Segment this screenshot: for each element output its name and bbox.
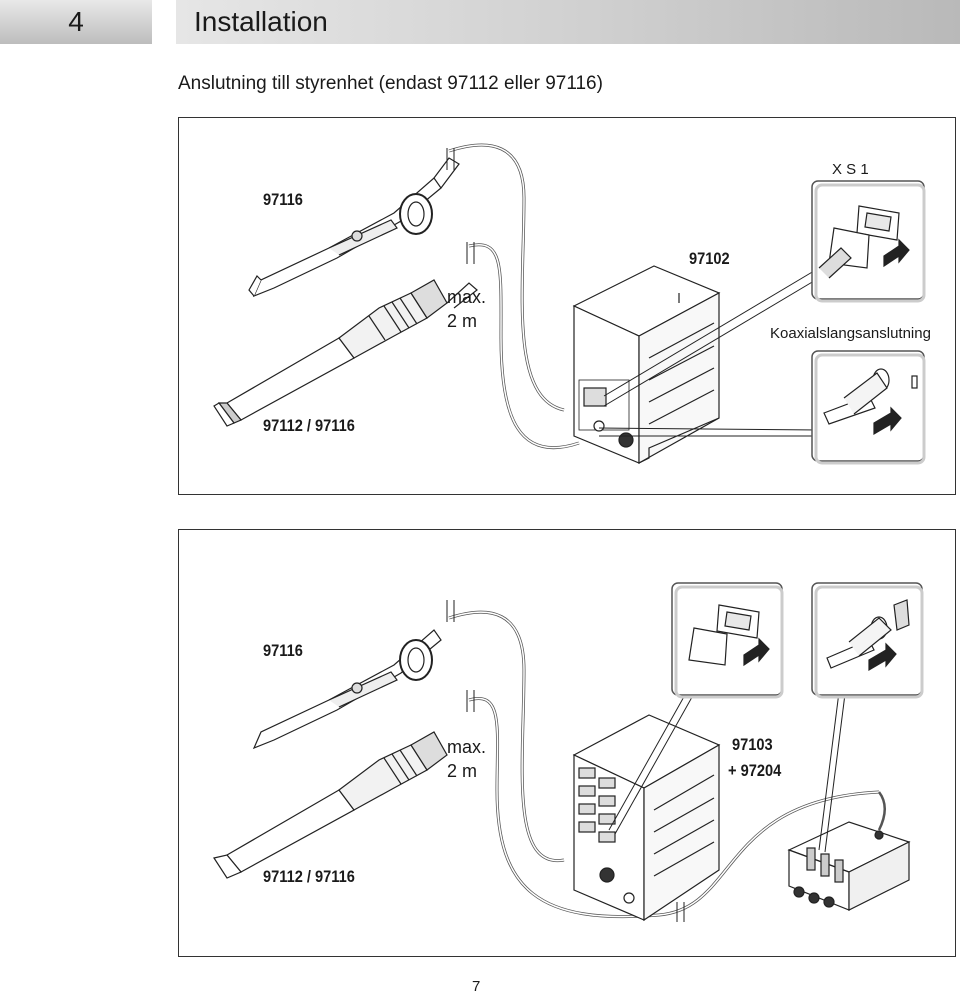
label-tool-97116: 97116 (263, 190, 303, 209)
cable-length-value: 2 m (447, 311, 478, 331)
figure1-illustration (213, 143, 926, 465)
section-subtitle: Anslutning till styrenhet (endast 97112 … (178, 73, 603, 94)
label-controller-97103: 97103 (732, 735, 773, 754)
tool-straight-screwdriver (213, 279, 478, 427)
controller-box-97103 (572, 714, 721, 922)
figure-panel-multi-controller: 97116 97112 / 97116 max. 2 m 97103 + 972… (178, 529, 956, 957)
inset-coax-connector (811, 350, 926, 465)
label-tool-97116-2: 97116 (263, 641, 303, 660)
label-controller-97102: 97102 (689, 249, 730, 268)
tool-straight-screwdriver-2 (213, 731, 448, 879)
label-connector-xs1: X S 1 (832, 161, 869, 178)
label-tool-97112-97116: 97112 / 97116 (263, 416, 355, 435)
label-coax-connection: Koaxialslangsanslutning (770, 325, 931, 342)
controller-box-97102 (572, 265, 721, 465)
cable-upper (448, 143, 565, 412)
chapter-number: 4 (0, 0, 152, 44)
chapter-title-text: Installation (194, 6, 328, 37)
cable-length-max-2: max. (447, 737, 487, 757)
cable-length-max: max. (447, 287, 487, 307)
inset-coax-connector-2 (811, 582, 924, 699)
figure2-illustration (213, 582, 924, 922)
page-number: 7 (472, 978, 481, 995)
label-valve-97204: + 97204 (728, 761, 782, 780)
inset-sub-d-connector (671, 582, 784, 699)
figure-panel-single-controller: 97116 97112 / 97116 max. 2 m 97102 X S 1… (178, 117, 956, 495)
valve-manifold-97204 (787, 821, 911, 911)
chapter-title: Installation (176, 0, 960, 44)
tool-angle-wrench (248, 157, 460, 298)
label-tool-97112-97116-2: 97112 / 97116 (263, 867, 355, 886)
tool-angle-wrench-2 (252, 629, 442, 750)
inset-xs1-connector (811, 180, 926, 303)
cable-length-value-2: 2 m (447, 761, 478, 781)
